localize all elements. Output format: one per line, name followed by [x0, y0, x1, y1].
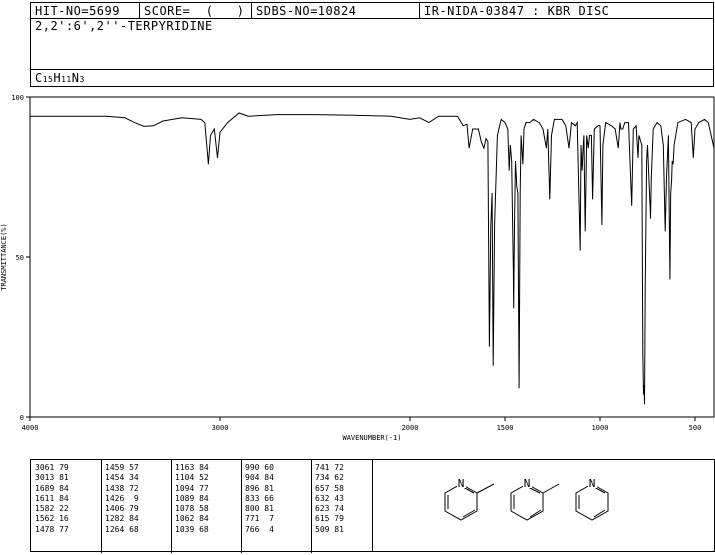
peak-entry: 990 60	[245, 463, 274, 472]
header-divider	[419, 3, 420, 18]
peak-entry: 1089 84	[175, 493, 209, 503]
x-tick-label: 500	[689, 424, 702, 432]
peak-entry: 833 66	[245, 493, 274, 503]
ir-code: IR-NIDA-03847 : KBR DISC	[424, 4, 610, 18]
peak-entry: 771 7	[245, 514, 274, 524]
n-mask	[588, 477, 597, 488]
peak-entry: 3013 81	[35, 473, 69, 483]
x-axis-label: WAVENUMBER(-1)	[342, 434, 401, 442]
peak-entry: 1562 16	[35, 514, 69, 524]
ir-spectrum-chart: 4000 3000 2000 1500 1000 500 0 50 100 WAVENUMBE…	[0, 94, 715, 442]
spectrum-line	[30, 112, 715, 405]
peak-entry: 734 62	[315, 473, 344, 483]
peak-table-divider	[171, 460, 172, 553]
peak-entry: 1163 84	[175, 463, 209, 472]
peak-entry: 615 79	[315, 514, 344, 524]
n-mask	[457, 477, 466, 488]
peak-entry: 1454 34	[105, 473, 139, 483]
y-tick-label: 100	[11, 94, 24, 102]
peak-entry: 1062 84	[175, 514, 209, 524]
peak-entry: 1039 68	[175, 524, 209, 534]
peak-entry: 1611 84	[35, 493, 69, 503]
peak-entry: 1104 52	[175, 473, 209, 483]
nitrogen-atom: N	[524, 477, 531, 490]
peak-table-divider	[241, 460, 242, 553]
score: SCORE= ( )	[144, 4, 245, 18]
peak-entry: 766 4	[245, 524, 274, 534]
n-mask	[523, 477, 532, 488]
nitrogen-atom: N	[458, 477, 465, 490]
peak-entry: 896 81	[245, 483, 274, 493]
peak-table-divider	[311, 460, 312, 553]
y-tick-label: 50	[16, 254, 24, 262]
header-divider	[139, 3, 140, 18]
peak-entry: 1582 22	[35, 504, 69, 514]
peak-entry: 1078 58	[175, 504, 209, 514]
y-axis-label: TRANSMITTANCE(%)	[0, 223, 8, 290]
x-tick-label: 3000	[212, 424, 229, 432]
peak-entry: 623 74	[315, 504, 344, 514]
peak-entry: 1264 68	[105, 524, 139, 534]
peak-entry: 1689 84	[35, 483, 69, 493]
x-tick-label: 1500	[497, 424, 514, 432]
header-divider	[251, 3, 252, 18]
x-tick-label: 4000	[22, 424, 39, 432]
peak-entry: 741 72	[315, 463, 344, 472]
y-tick-label: 0	[20, 414, 24, 422]
nitrogen-atom: N	[589, 477, 596, 490]
peak-entry: 904 84	[245, 473, 274, 483]
peak-table-divider	[101, 460, 102, 553]
peak-entry: 657 58	[315, 483, 344, 493]
peak-entry: 3061 79	[35, 463, 69, 472]
peak-entry: 1406 79	[105, 504, 139, 514]
molecular-formula: C15H11N3	[35, 71, 85, 85]
peak-entry: 800 81	[245, 504, 274, 514]
peak-entry: 1478 77	[35, 524, 69, 534]
compound-name: 2,2':6',2''-TERPYRIDINE	[35, 19, 213, 33]
peak-entry: 1094 77	[175, 483, 209, 493]
x-tick-label: 2000	[402, 424, 419, 432]
terpyridine-structure: N N N	[444, 477, 609, 521]
structure-box: N N N	[372, 459, 715, 552]
plot-frame	[29, 96, 715, 418]
x-tick-label: 1000	[592, 424, 609, 432]
peak-entry: 1438 72	[105, 483, 139, 493]
sdbs-no: SDBS-NO=10824	[256, 4, 357, 18]
hit-no: HIT-NO=5699	[35, 4, 120, 18]
peak-entry: 1282 84	[105, 514, 139, 524]
peak-entry: 632 43	[315, 493, 344, 503]
peak-entry: 1426 9	[105, 493, 139, 503]
peak-entry: 1459 57	[105, 463, 139, 472]
formula-box: C15H11N3	[30, 69, 714, 87]
peak-entry: 509 81	[315, 524, 344, 534]
